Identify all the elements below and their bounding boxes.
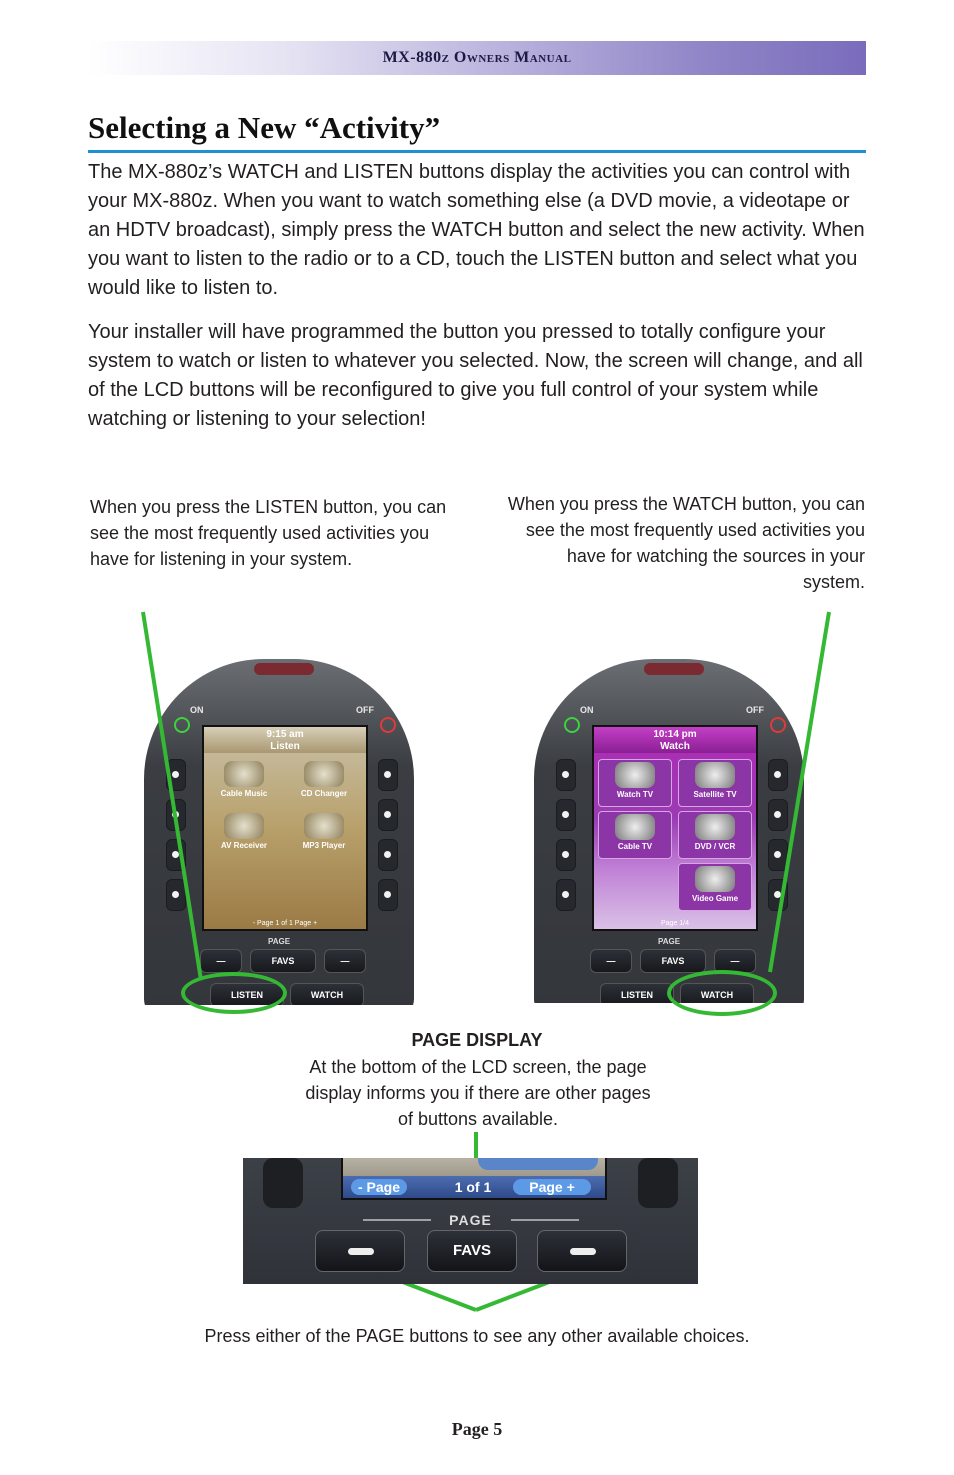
tv-icon	[615, 762, 655, 788]
speaker-icon	[224, 813, 264, 839]
mp3-player-icon	[304, 813, 344, 839]
dash-icon	[348, 1248, 374, 1255]
watch-highlight-ring	[667, 970, 777, 1016]
lcd-title: Listen	[270, 741, 300, 752]
page-count: 1 of 1	[454, 1179, 492, 1195]
on-label: ON	[580, 705, 594, 715]
lcd-screen-edge: - Page 1 of 1 Page +	[341, 1158, 607, 1200]
listen-caption: When you press the LISTEN button, you ca…	[90, 497, 447, 569]
disc-icon	[695, 814, 735, 840]
watch-callout-line	[768, 611, 831, 973]
favs-button: FAVS	[250, 949, 316, 973]
side-button	[378, 839, 398, 871]
favs-button: FAVS	[640, 949, 706, 973]
side-button	[263, 1158, 303, 1208]
title-rule	[88, 150, 866, 153]
side-button	[378, 799, 398, 831]
cable-box-icon	[615, 814, 655, 840]
power-on-icon	[564, 717, 580, 733]
page-plus-button: —	[324, 949, 366, 973]
status-led	[644, 663, 704, 675]
game-controller-icon	[695, 866, 735, 892]
tile-cd-changer: CD Changer	[288, 759, 360, 805]
divider	[363, 1219, 431, 1221]
lcd-page-footer: Page 1/4	[660, 920, 690, 927]
remote-body: ON OFF 9:15 am Listen Cable Music CD Cha…	[144, 659, 414, 1005]
watch-caption: When you press the WATCH button, you can…	[507, 494, 865, 592]
page-display-bar: - Page 1 of 1 Page +	[343, 1176, 605, 1198]
page-minus-label: - Page	[351, 1179, 407, 1195]
page-minus-button: —	[590, 949, 632, 973]
side-button	[378, 879, 398, 911]
listen-callout-line	[141, 611, 203, 981]
tile-watch-tv: Watch TV	[598, 759, 672, 807]
page-plus-button	[537, 1230, 627, 1272]
lcd-title-bar	[594, 727, 756, 753]
lcd-title: Watch	[660, 741, 690, 752]
divider	[511, 1219, 579, 1221]
tile-mp3-player: MP3 Player	[288, 811, 360, 857]
power-off-icon	[770, 717, 786, 733]
watch-remote-image: ON OFF 10:14 pm Watch Watch TV Satellite…	[530, 655, 810, 1003]
page-display-text: At the bottom of the LCD screen, the pag…	[305, 1057, 651, 1129]
side-button	[556, 879, 576, 911]
side-button	[378, 759, 398, 791]
tile-satellite-tv: Satellite TV	[678, 759, 752, 807]
lcd-time: 9:15 am	[266, 729, 304, 740]
listen-highlight-ring	[181, 972, 287, 1014]
side-button	[556, 799, 576, 831]
off-label: OFF	[356, 705, 374, 715]
tile-av-receiver: AV Receiver	[208, 811, 280, 857]
tile-dvd-vcr: DVD / VCR	[678, 811, 752, 859]
header-bar: MX-880z Owners Manual	[88, 41, 866, 75]
satellite-dish-icon	[695, 762, 735, 788]
page-buttons-closeup: - Page 1 of 1 Page + PAGE FAVS	[243, 1158, 698, 1284]
tile-cable-music: Cable Music	[208, 759, 280, 805]
on-label: ON	[190, 705, 204, 715]
side-button	[638, 1158, 678, 1208]
lcd-page-footer: - Page 1 of 1 Page +	[252, 920, 318, 927]
page-minus-button	[315, 1230, 405, 1272]
remote-body: ON OFF 10:14 pm Watch Watch TV Satellite…	[534, 659, 804, 1003]
lcd-screen: 9:15 am Listen Cable Music CD Changer AV…	[202, 725, 368, 931]
tile-cable-tv: Cable TV	[598, 811, 672, 859]
favs-button: FAVS	[427, 1230, 517, 1272]
page-plus-label: Page +	[513, 1179, 591, 1195]
lcd-time: 10:14 pm	[653, 729, 697, 740]
lcd-title-bar	[204, 727, 366, 753]
side-button	[556, 839, 576, 871]
side-button	[768, 799, 788, 831]
lcd-button-edge	[478, 1158, 598, 1170]
listen-remote-image: ON OFF 9:15 am Listen Cable Music CD Cha…	[140, 655, 418, 1005]
side-button	[166, 879, 186, 911]
page-label: PAGE	[657, 937, 681, 946]
cd-icon	[304, 761, 344, 787]
config-paragraph: Your installer will have programmed the …	[88, 321, 863, 430]
tile-video-game: Video Game	[678, 863, 752, 911]
off-label: OFF	[746, 705, 764, 715]
side-button	[556, 759, 576, 791]
side-button	[768, 759, 788, 791]
page-display-title: PAGE DISPLAY	[411, 1030, 543, 1050]
watch-button: WATCH	[290, 983, 364, 1005]
manual-title: MX-880z Owners Manual	[382, 49, 572, 66]
cable-box-icon	[224, 761, 264, 787]
dash-icon	[570, 1248, 596, 1255]
power-on-icon	[174, 717, 190, 733]
status-led	[254, 663, 314, 675]
lcd-screen: 10:14 pm Watch Watch TV Satellite TV Cab…	[592, 725, 758, 931]
section-title: Selecting a New “Activity”	[88, 110, 441, 145]
page-number: Page 5	[451, 1419, 503, 1439]
power-off-icon	[380, 717, 396, 733]
page-buttons-caption: Press either of the PAGE buttons to see …	[204, 1326, 750, 1346]
intro-paragraph: The MX-880z’s WATCH and LISTEN buttons d…	[88, 161, 865, 299]
page-label: PAGE	[267, 937, 291, 946]
page-label: PAGE	[449, 1212, 492, 1228]
